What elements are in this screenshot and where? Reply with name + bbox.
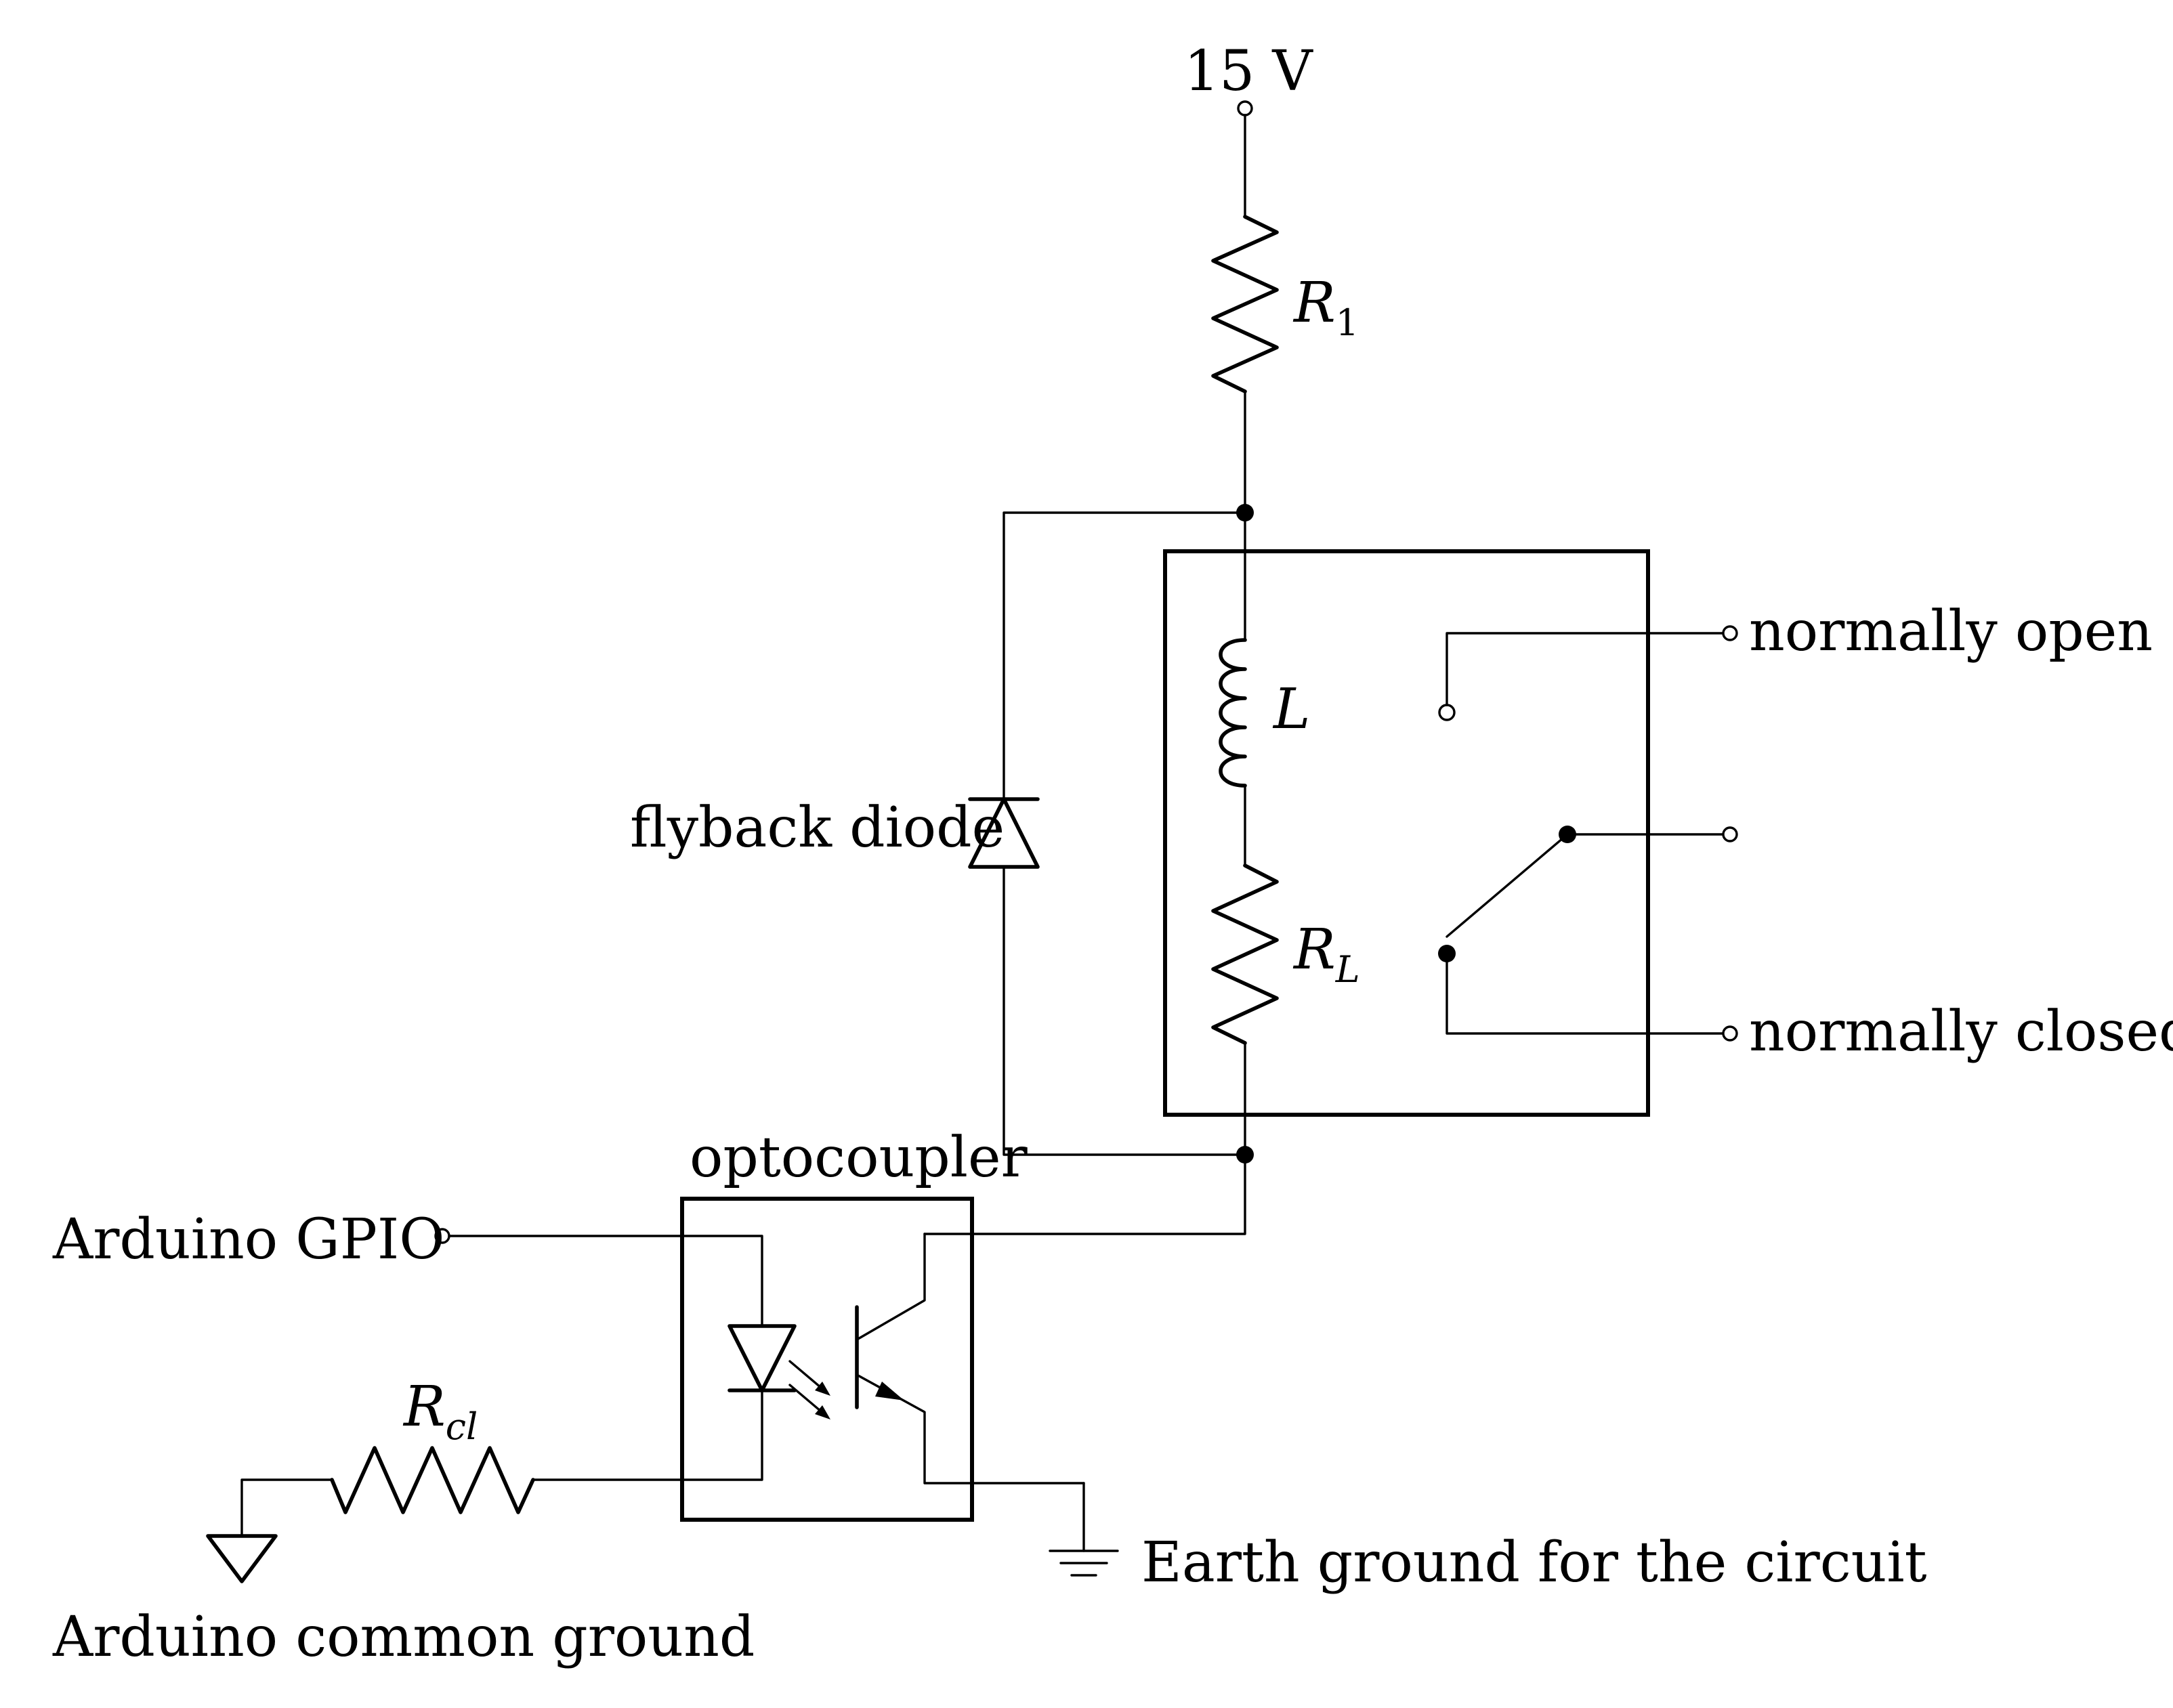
relay-box — [1163, 549, 1650, 1117]
earth-ground-symbol — [1049, 1550, 1119, 1577]
phototransistor — [855, 1233, 1085, 1485]
normally-closed-label: normally closed — [1749, 1000, 2173, 1064]
wire-diode-bottom — [1003, 866, 1246, 1156]
optocoupler-label: optocoupler — [690, 1126, 1028, 1190]
optocoupler-led — [727, 1324, 797, 1392]
normally-closed-terminal — [1722, 1025, 1738, 1042]
resistor-r1-subscript: 1 — [1336, 301, 1359, 344]
arduino-common-ground-label: Arduino common ground — [52, 1605, 755, 1669]
normally-open-terminal — [1722, 625, 1738, 641]
inductor-label: L — [1272, 677, 1310, 742]
resistor-r1-symbol: R — [1292, 271, 1336, 335]
light-emission-arrows — [788, 1360, 830, 1419]
wire-normally-open — [1446, 632, 1725, 706]
resistor-r1 — [1211, 215, 1279, 393]
arduino-ground-symbol — [206, 1534, 278, 1583]
resistor-rcl — [330, 1446, 535, 1514]
optocoupler-box — [680, 1197, 974, 1522]
resistor-rl — [1211, 863, 1279, 1045]
resistor-rl-symbol: R — [1292, 918, 1336, 982]
resistor-rcl-label: Rcl — [402, 1375, 478, 1448]
wire-normally-closed — [1446, 952, 1725, 1035]
inductor-coil — [1219, 638, 1247, 788]
resistor-rl-subscript: L — [1335, 948, 1360, 991]
wire-led-to-rcl — [532, 1389, 763, 1481]
resistor-rl-label: RL — [1292, 918, 1360, 991]
wire-diode-top — [1003, 511, 1246, 800]
wire-gpio-to-led — [448, 1235, 763, 1327]
flyback-diode-label: flyback diode — [630, 796, 1005, 860]
relay-no-contact — [1438, 704, 1456, 721]
relay-switch-arm — [1446, 833, 1569, 938]
resistor-rcl-symbol: R — [402, 1375, 446, 1439]
supply-label: 15 V — [1184, 39, 1313, 104]
wire-rcl-to-ground — [240, 1478, 333, 1537]
resistor-r1-label: R1 — [1292, 271, 1359, 344]
arduino-gpio-label: Arduino GPIO — [52, 1208, 444, 1272]
supply-terminal — [1237, 100, 1253, 116]
normally-open-label: normally open — [1749, 599, 2153, 664]
common-terminal — [1722, 826, 1738, 842]
resistor-rcl-subscript: cl — [446, 1405, 478, 1448]
wire-bottom-node-to-collector — [923, 1153, 1246, 1235]
earth-ground-label: Earth ground for the circuit — [1141, 1531, 1927, 1595]
